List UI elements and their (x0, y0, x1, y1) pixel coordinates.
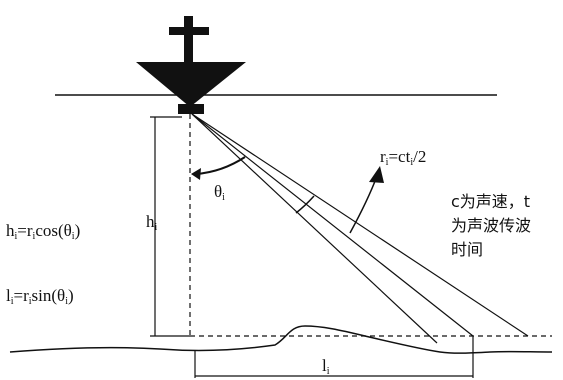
range-equation-label: ri=cti/2 (380, 147, 427, 168)
offset-label: li (322, 356, 330, 377)
note-line-3: 时间 (451, 240, 484, 259)
beam-center (191, 113, 474, 337)
theta-arc (195, 156, 246, 175)
sound-speed-note: c为声速，t 为声波传波 时间 (451, 190, 563, 262)
offset-equation-label: li=risin(θi) (6, 286, 74, 307)
theta-arrowhead-icon (191, 168, 201, 180)
beam-left-edge (191, 113, 438, 344)
ship-hull-icon (136, 62, 246, 107)
depth-equation-label: hi=ricos(θi) (6, 221, 81, 242)
beam-right-edge (191, 113, 529, 337)
transducer-icon (178, 104, 204, 114)
range-arrow-line (349, 175, 378, 234)
note-line-2: 为声波传波 (451, 216, 532, 235)
depth-label: hi (146, 212, 158, 233)
beam-width-tick (295, 195, 315, 214)
theta-label: θi (214, 182, 225, 203)
note-line-1: c为声速，t (451, 192, 531, 211)
mast-cross-icon (169, 16, 209, 68)
range-arrowhead-icon (369, 166, 384, 183)
seabed-profile (9, 325, 553, 354)
